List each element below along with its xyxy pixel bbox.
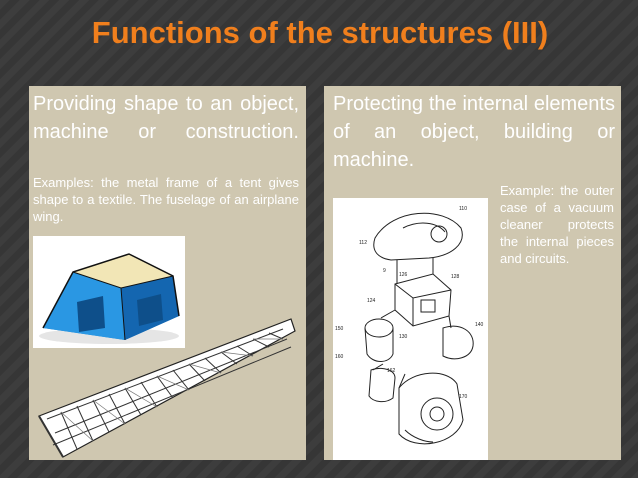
- tent-image: [33, 236, 185, 348]
- vacuum-cleaner-image: 110 112 9 126 128 124 130 140 150 160 16…: [333, 198, 488, 460]
- slide-title: Functions of the structures (III): [91, 15, 549, 50]
- label-162: 162: [387, 368, 396, 374]
- airplane-wing-image: [33, 311, 299, 459]
- left-panel: Providing shape to an object, machine or…: [29, 86, 306, 460]
- right-example: Example: the outer case of a vacuum clea…: [500, 183, 614, 266]
- label-150: 150: [335, 326, 344, 332]
- right-panel: Protecting the internal elements of an o…: [324, 86, 621, 460]
- tent-drawing: [33, 236, 185, 348]
- left-heading: Providing shape to an object, machine or…: [33, 93, 299, 143]
- label-110: 110: [459, 206, 467, 212]
- label-140: 140: [475, 322, 484, 328]
- label-124: 124: [367, 298, 376, 304]
- wing-frame-drawing: [38, 318, 296, 458]
- label-126: 126: [399, 272, 408, 278]
- label-130: 130: [399, 334, 408, 340]
- label-170: 170: [459, 394, 468, 400]
- label-9: 9: [383, 268, 386, 274]
- label-160: 160: [335, 354, 344, 360]
- left-example: Examples: the metal frame of a tent give…: [33, 175, 299, 224]
- right-heading: Protecting the internal elements of an o…: [333, 93, 615, 171]
- vacuum-exploded-drawing: 110 112 9 126 128 124 130 140 150 160 16…: [333, 198, 488, 460]
- label-128: 128: [451, 274, 460, 280]
- label-112: 112: [359, 240, 367, 246]
